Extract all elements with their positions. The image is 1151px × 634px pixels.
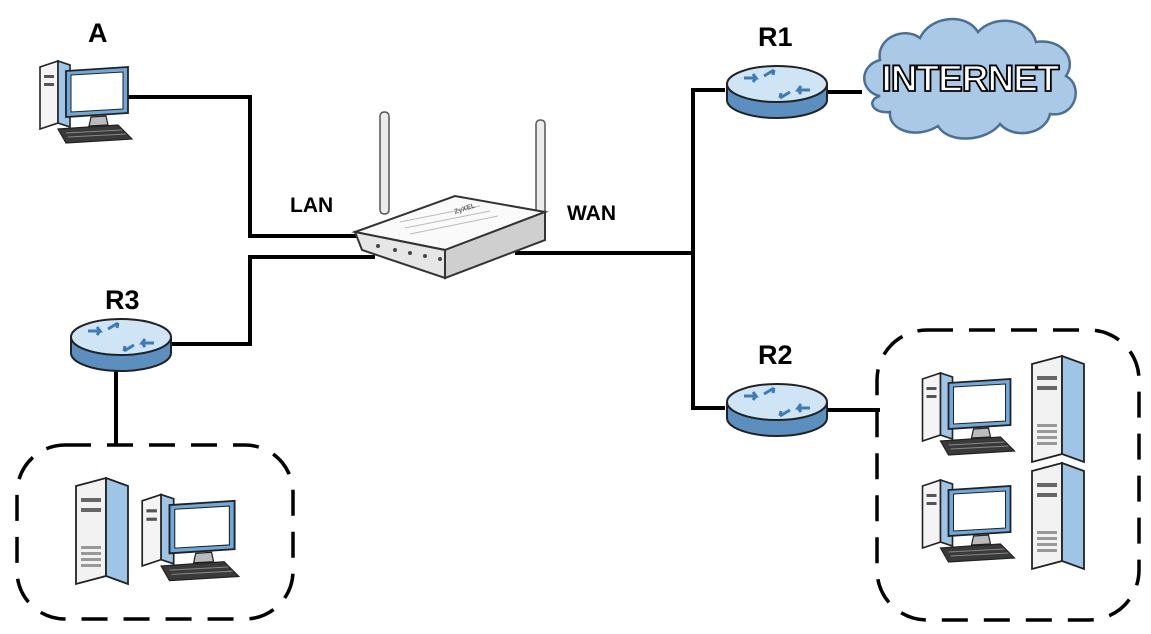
lan-subnet-group xyxy=(15,443,295,621)
desktop-computer-icon xyxy=(921,479,1016,563)
wire-wan-to-r1 xyxy=(691,88,725,253)
router-icon xyxy=(725,64,829,120)
wireless-router-device-icon: ZyXEL xyxy=(351,111,549,280)
wan-label: WAN xyxy=(567,202,616,225)
internet-cloud-icon: INTERNET xyxy=(863,17,1077,140)
host-a-label: A xyxy=(88,18,108,48)
router-icon xyxy=(69,317,173,373)
router-r1-label: R1 xyxy=(758,22,793,52)
connection-lines xyxy=(114,88,880,445)
server-tower-icon xyxy=(75,477,129,585)
server-tower-icon xyxy=(1031,462,1085,570)
router-icon xyxy=(725,382,829,438)
wire-r3-to-lan xyxy=(170,255,375,346)
router-r2-label: R2 xyxy=(758,340,793,370)
desktop-computer-icon xyxy=(921,372,1016,456)
wire-wan-to-r2 xyxy=(691,253,725,410)
desktop-computer-icon xyxy=(141,493,240,582)
desktop-computer-icon xyxy=(39,60,133,144)
router-r3-label: R3 xyxy=(105,285,140,315)
wan-subnet-group xyxy=(875,328,1141,622)
internet-label: INTERNET xyxy=(882,58,1060,99)
server-tower-icon xyxy=(1031,355,1085,463)
wire-a-to-lan xyxy=(128,95,360,238)
lan-label: LAN xyxy=(290,194,333,217)
